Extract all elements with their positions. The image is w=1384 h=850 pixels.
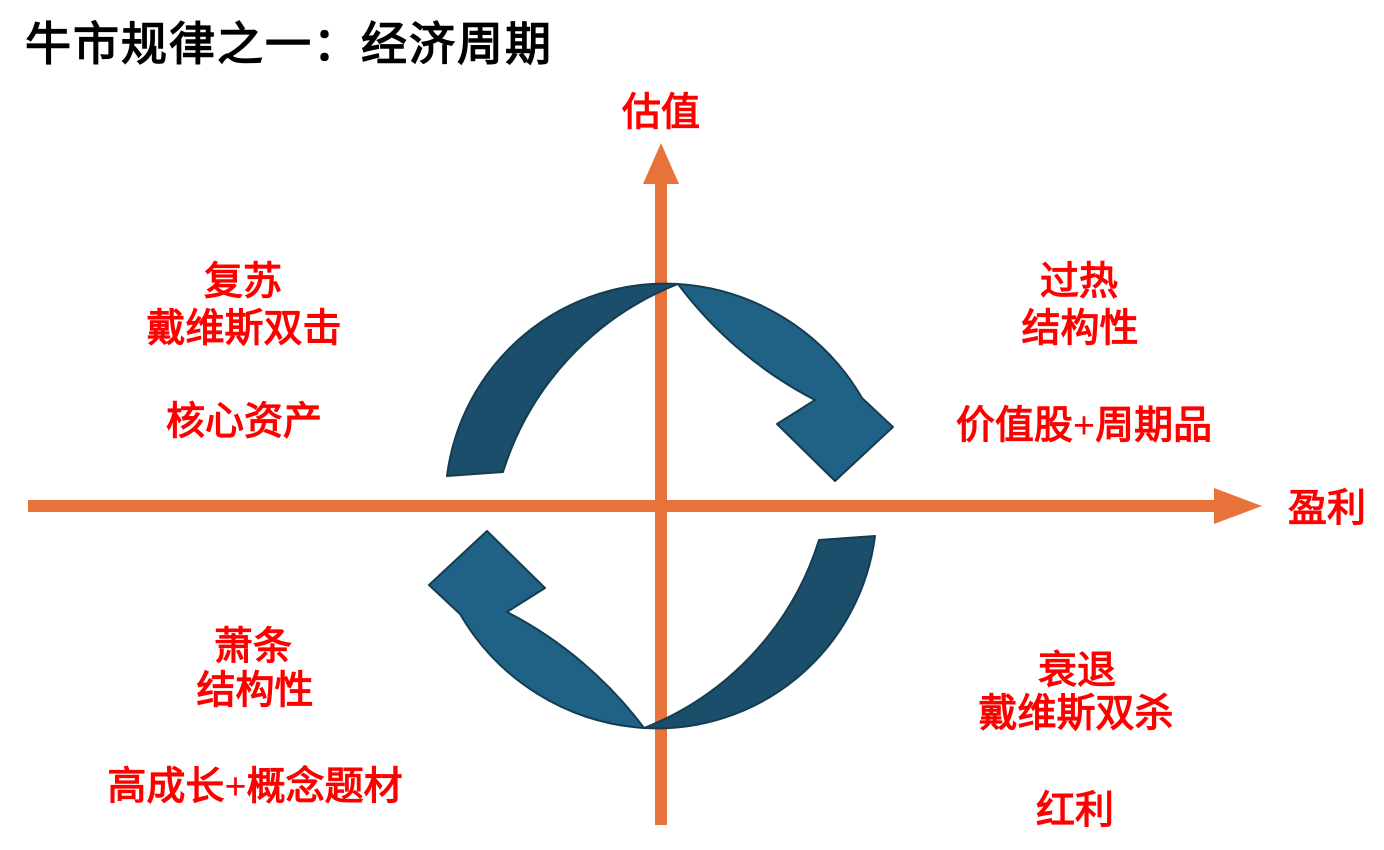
cycle-arrow-bottom-tail-icon <box>643 535 876 730</box>
quadrant-bottomleft-strategy: 结构性 <box>196 669 314 713</box>
x-axis-label: 盈利 <box>1287 487 1367 531</box>
quadrant-topleft-phase: 复苏 <box>203 260 283 304</box>
quadrant-bottomleft-phase: 萧条 <box>213 625 293 669</box>
quadrant-bottomright-assets: 红利 <box>1035 789 1115 833</box>
diagram-title: 牛市规律之一：经济周期 <box>25 19 553 70</box>
quadrant-topleft-assets: 核心资产 <box>165 400 323 444</box>
cycle-arrow-top-tail-icon <box>446 282 679 477</box>
x-axis-arrowhead-icon <box>1214 488 1262 524</box>
quadrant-topright-strategy: 结构性 <box>1021 307 1139 351</box>
quadrant-topright-phase: 过热 <box>1039 260 1119 304</box>
y-axis-line <box>655 180 667 825</box>
x-axis-line <box>28 500 1216 512</box>
quadrant-bottomright-phase: 衰退 <box>1037 649 1117 693</box>
quadrant-topright-assets: 价值股+周期品 <box>955 404 1213 448</box>
cycle-arrow-top-head-icon <box>677 283 894 482</box>
y-axis-arrowhead-icon <box>643 143 679 184</box>
quadrant-bottomleft-assets: 高成长+概念题材 <box>107 765 403 809</box>
quadrant-topleft-strategy: 戴维斯双击 <box>146 307 342 351</box>
y-axis-label: 估值 <box>621 91 701 135</box>
quadrant-bottomright-strategy: 戴维斯双杀 <box>978 692 1174 736</box>
cycle-arrow-bottom-head-icon <box>428 530 645 729</box>
